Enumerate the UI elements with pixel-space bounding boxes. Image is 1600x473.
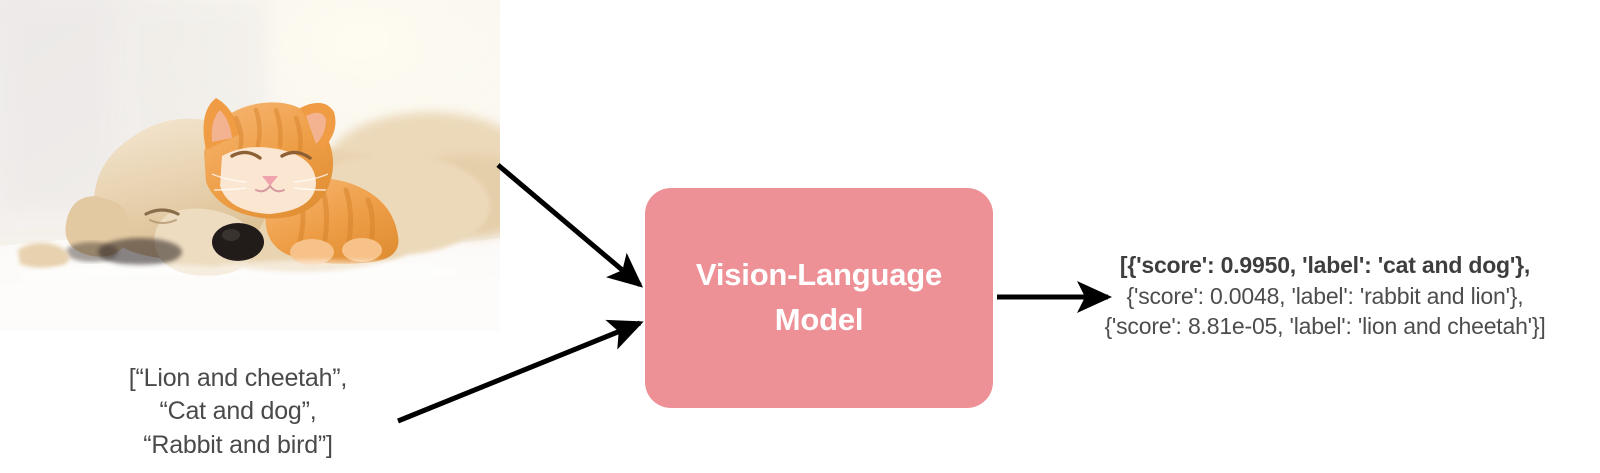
- model-box-label: Vision-Language Model: [695, 257, 943, 337]
- text-input-arrow: [397, 319, 644, 424]
- text-prompt-list: [“Lion and cheetah”, “Cat and dog”, “Rab…: [88, 362, 388, 462]
- prompt-line-1: [“Lion and cheetah”,: [128, 364, 348, 392]
- prediction-output-list: [{'score': 0.9950, 'label': 'cat and dog…: [1055, 250, 1595, 342]
- prediction-line-2: {'score': 0.0048, 'label': 'rabbit and l…: [1126, 282, 1524, 309]
- prompt-line-2: “Cat and dog”,: [159, 397, 317, 426]
- prediction-line-3: {'score': 8.81e-05, 'label': 'lion and c…: [1104, 313, 1546, 340]
- prediction-line-1: [{'score': 0.9950, 'label': 'cat and dog…: [1119, 252, 1531, 278]
- input-image: [0, 0, 500, 331]
- image-input-arrow: [496, 163, 644, 288]
- vision-language-model-box[interactable]: Vision-Language Model: [645, 188, 993, 408]
- prompt-line-3: “Rabbit and bird”]: [143, 430, 333, 459]
